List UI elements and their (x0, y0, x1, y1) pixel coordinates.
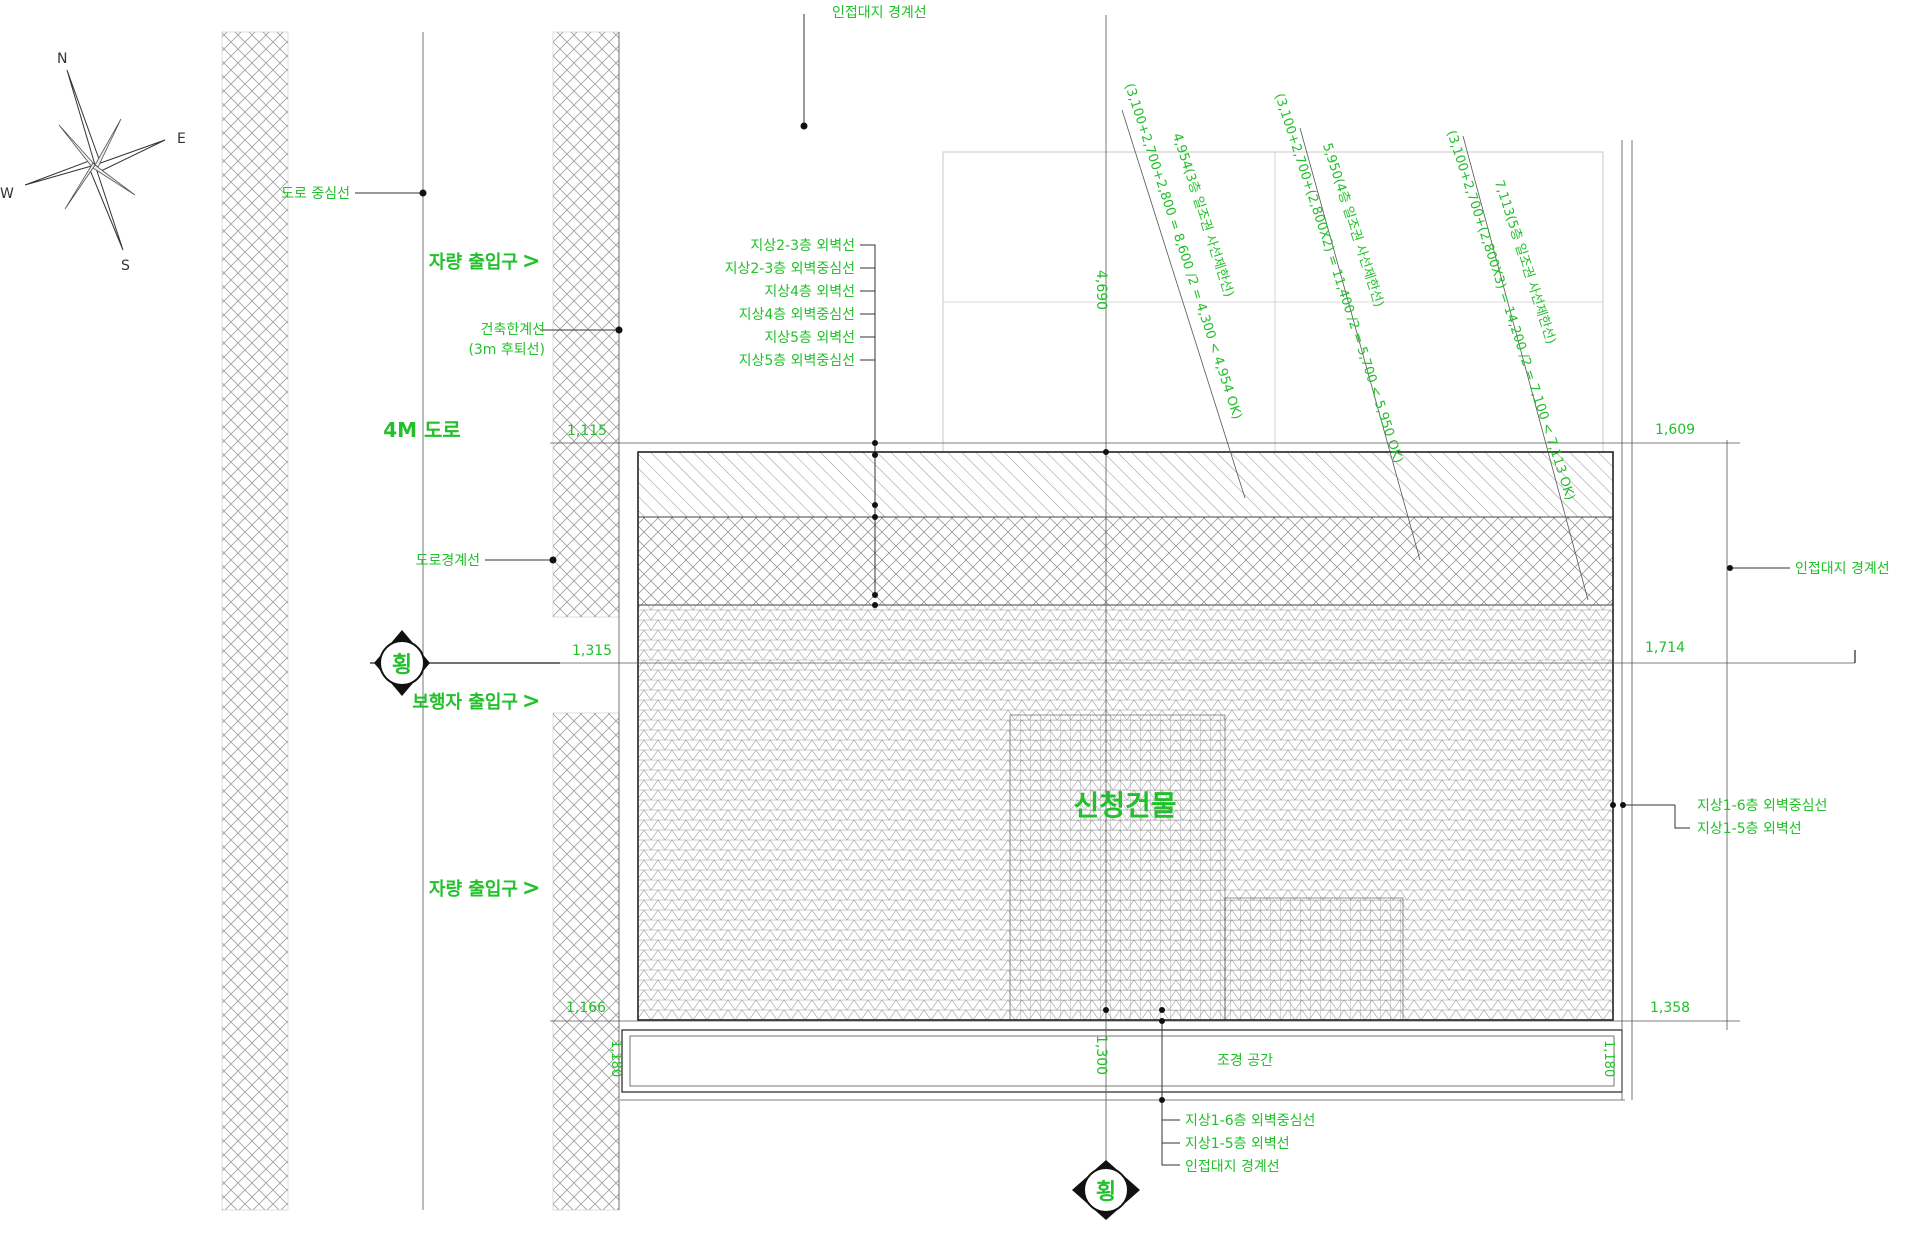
sunlight-2-calc: (3,100+2,700+(2,800X2) = 11,400 /2 = 5,7… (1271, 92, 1405, 466)
wall-line-bottom-2: 지상1-5층 외벽선 (1185, 1136, 1290, 1152)
wall-line-right-2: 지상1-5층 외벽선 (1697, 821, 1802, 837)
dim-1166: 1,166 (566, 1000, 606, 1016)
stair-grid (1224, 897, 1404, 1021)
road-hatch-left (221, 31, 289, 1211)
sunlight-line-1 (1121, 109, 1246, 499)
wall-line-bottom-1: 지상1-6층 외벽중심선 (1185, 1113, 1315, 1129)
section-mark-left-text: 횡 (392, 653, 412, 678)
vehicle-entrance-bottom-arrow: > (522, 876, 540, 901)
label-adjacent-boundary-top: 인접대지 경계선 (832, 5, 927, 21)
label-road-center: 도로 중심선 (281, 186, 350, 202)
dim-1180-left: 1,180 (608, 1040, 623, 1077)
landscape-area (621, 1029, 1623, 1093)
wall-line-top-2: 지상2-3층 외벽중심선 (725, 261, 855, 277)
compass-s: S (121, 258, 130, 274)
label-landscape: 조경 공간 (1217, 1053, 1273, 1069)
label-building-line: 건축한계선 (481, 322, 545, 338)
dim-1714: 1,714 (1645, 640, 1685, 656)
sunlight-annotation-2: (3,100+2,700+(2,800X2) = 11,400 /2 = 5,7… (1271, 92, 1405, 466)
sunlight-line-3 (1462, 135, 1589, 601)
dim-1609: 1,609 (1655, 422, 1695, 438)
wall-line-bottom-3: 인접대지 경계선 (1185, 1159, 1280, 1175)
sunlight-line-2 (1299, 127, 1421, 561)
label-building-line-sub: (3m 후퇴선) (468, 342, 545, 358)
section-marker-bottom: 횡 (1072, 1160, 1140, 1220)
road-hatch-right-bottom (552, 712, 620, 1211)
sunlight-3-calc: (3,100+2,700+(2,800X3) = 14,200 /2 = 7,1… (1443, 129, 1577, 503)
wall-line-top-4: 지상4층 외벽중심선 (739, 307, 855, 323)
wall-line-top-5: 지상5층 외벽선 (764, 330, 855, 346)
wall-line-top-6: 지상5층 외벽중심선 (739, 353, 855, 369)
core-grid (1009, 714, 1226, 1021)
compass-w: W (0, 186, 14, 202)
label-adjacent-boundary-right: 인접대지 경계선 (1795, 561, 1890, 577)
dim-1315: 1,315 (572, 643, 612, 659)
compass-e: E (177, 131, 186, 147)
dim-1180-right: 1,180 (1601, 1040, 1616, 1077)
dim-1115: 1,115 (567, 423, 607, 439)
compass-n: N (57, 51, 67, 67)
wall-line-top-1: 지상2-3층 외벽선 (750, 238, 855, 254)
label-road-boundary: 도로경계선 (416, 553, 480, 569)
label-proposed-building: 신청건물 (1073, 789, 1176, 822)
label-pedestrian-entrance: 보행자 출입구 (412, 691, 518, 713)
label-vehicle-entrance-bottom: 자량 출입구 (429, 878, 518, 900)
zone-upper-floors (637, 451, 1614, 518)
road-hatch-right-top (552, 31, 620, 618)
section-marker-left: 횡 (374, 630, 430, 696)
sunlight-annotation-3: (3,100+2,700+(2,800X3) = 14,200 /2 = 7,1… (1443, 129, 1577, 503)
zone-middle-floors (637, 516, 1614, 606)
pedestrian-entrance-arrow: > (522, 689, 540, 714)
sunlight-annotation-1: (3,100+2,700+2,800 = 8,600 /2 = 4,300 < … (1121, 82, 1244, 422)
section-mark-bottom-text: 횡 (1096, 1180, 1116, 1205)
label-road-4m: 4M 도로 (383, 418, 461, 442)
compass-rose: N E W S (0, 51, 186, 274)
dim-4690: 4,690 (1093, 270, 1109, 310)
vehicle-entrance-top-arrow: > (522, 249, 540, 274)
label-vehicle-entrance-top: 자량 출입구 (429, 251, 518, 273)
dim-1358: 1,358 (1650, 1000, 1690, 1016)
wall-line-top-3: 지상4층 외벽선 (764, 284, 855, 300)
dim-1300: 1,300 (1093, 1035, 1109, 1075)
building-outline (637, 451, 1614, 1021)
wall-line-right-1: 지상1-6층 외벽중심선 (1697, 798, 1827, 814)
